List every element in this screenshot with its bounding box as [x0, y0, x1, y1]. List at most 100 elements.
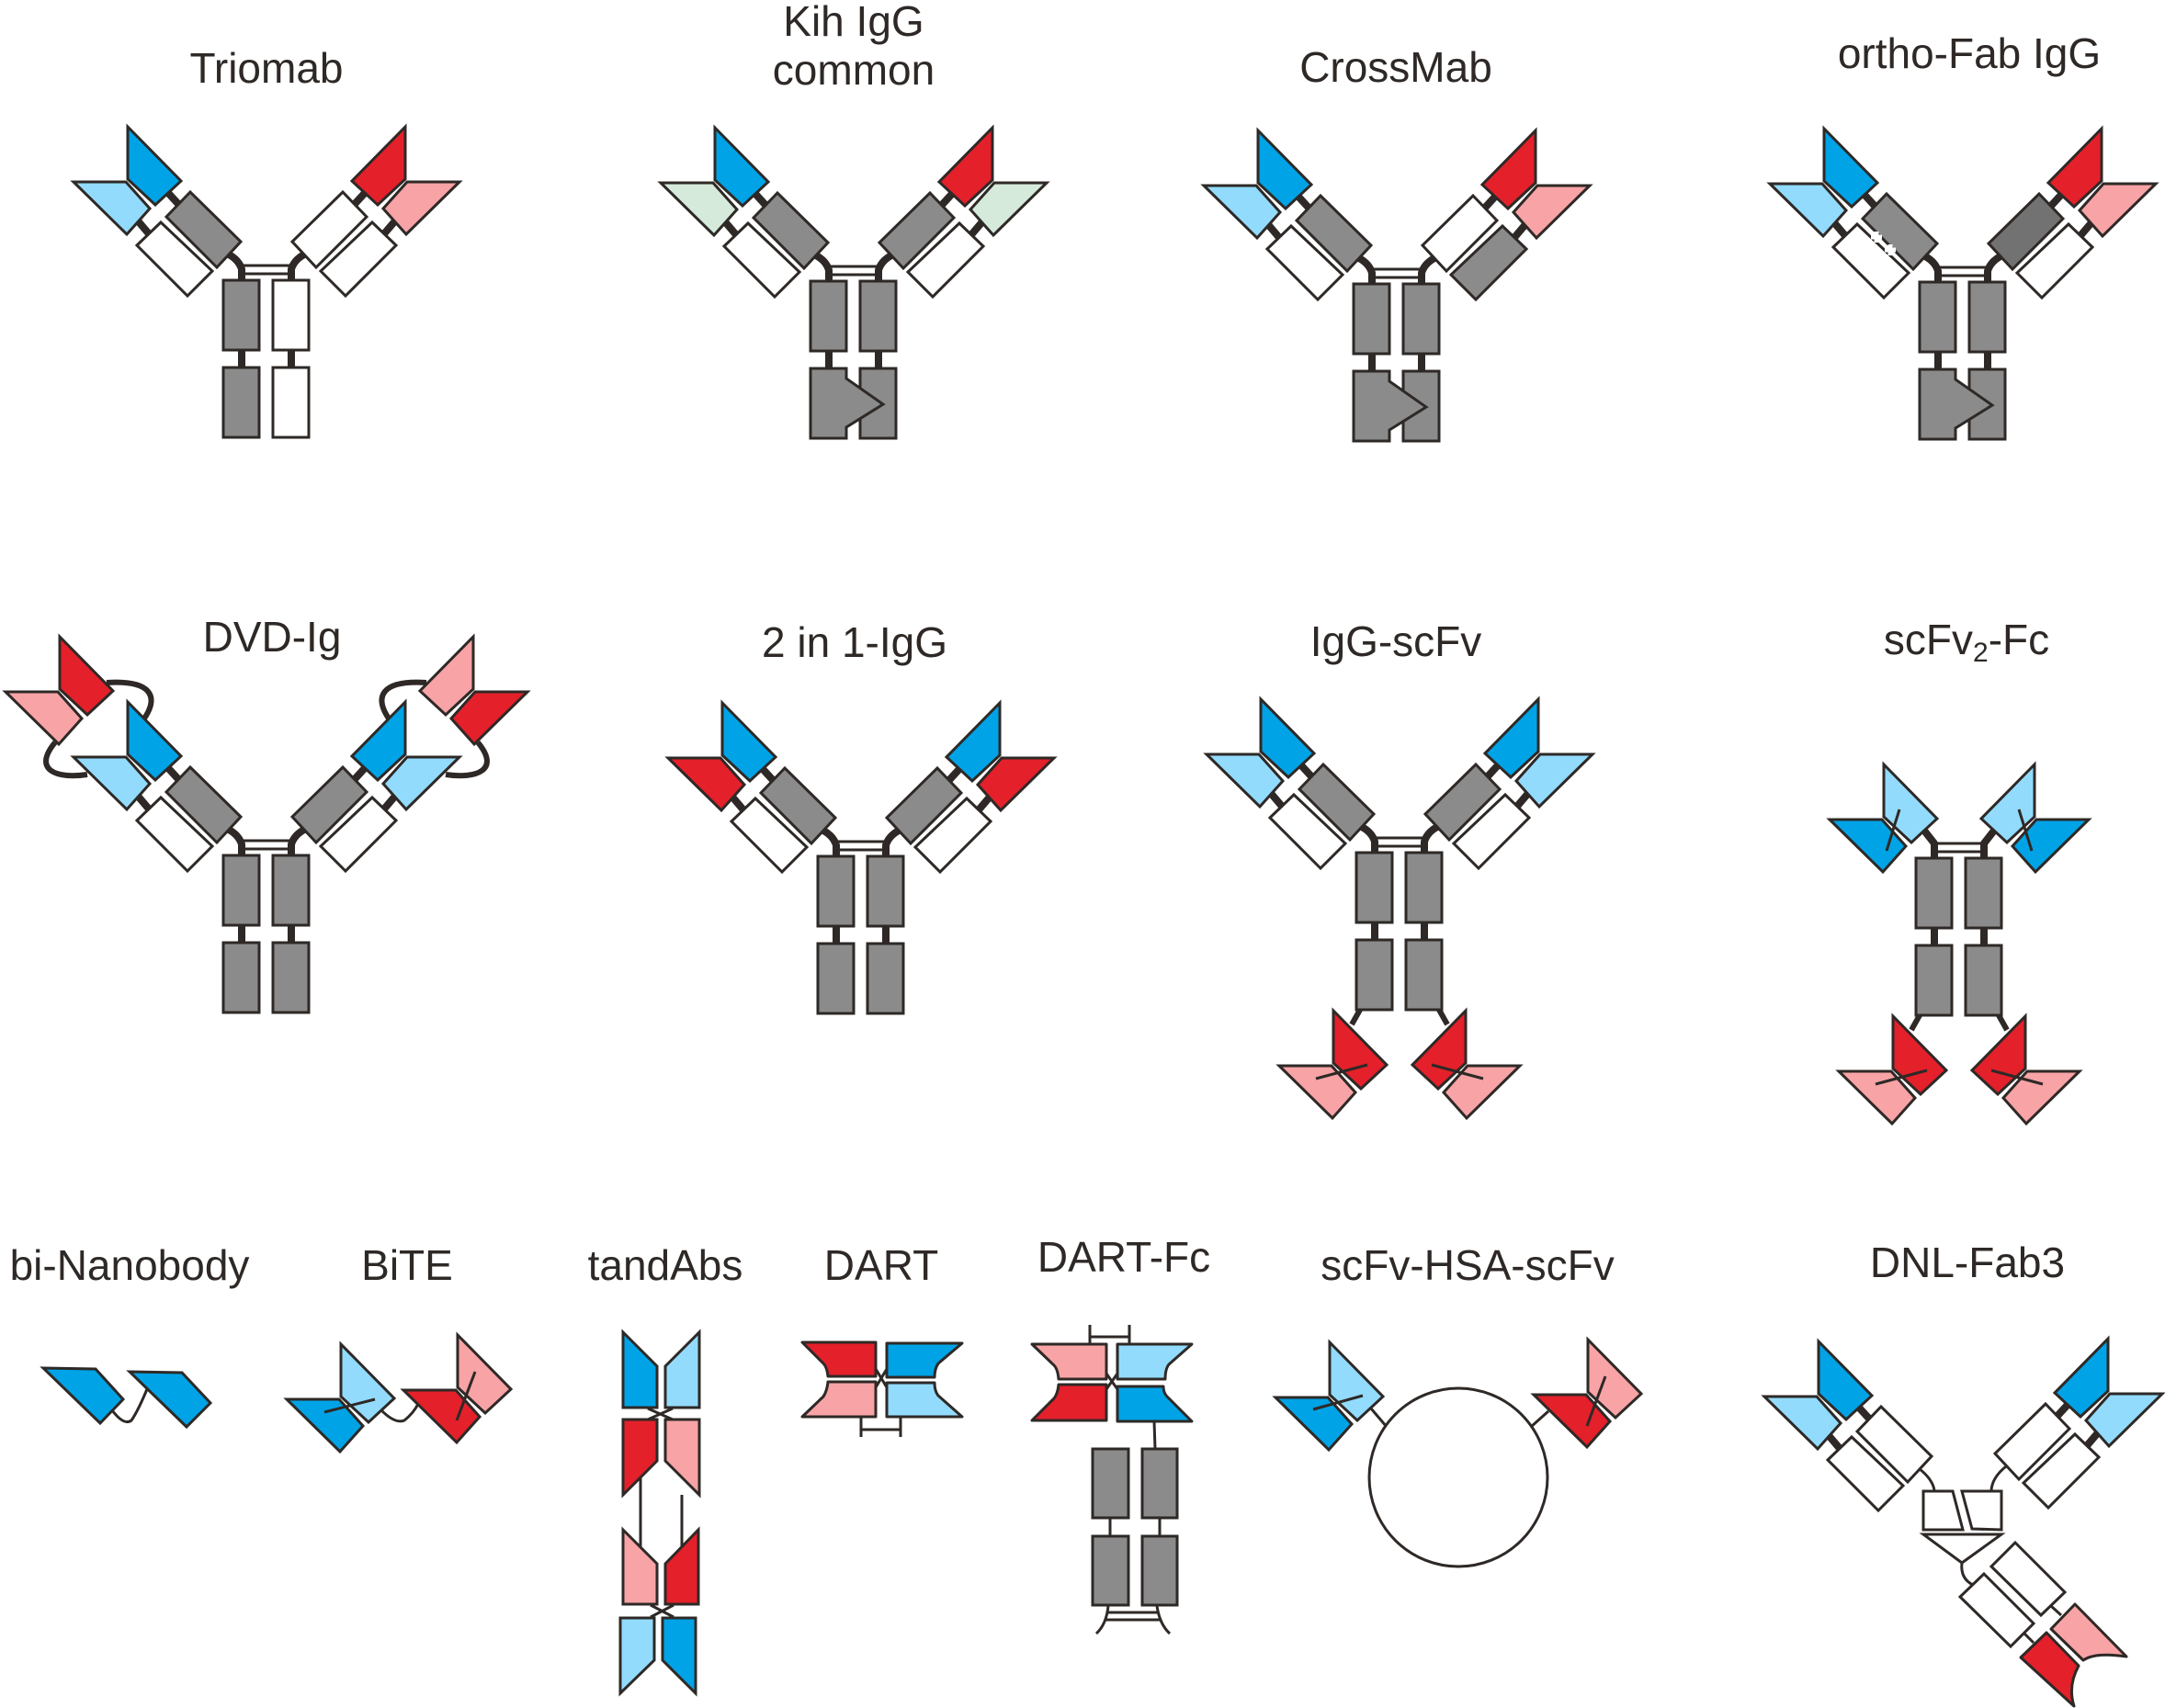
dvd-linker-loop [379, 679, 427, 720]
cl-domain [134, 795, 215, 874]
label-triomab: Triomab [190, 44, 344, 92]
scfv-attachment [1909, 1013, 1922, 1032]
label-tandabs: tandAbs [588, 1241, 743, 1289]
cl-domain [318, 795, 399, 874]
ch3-domain [221, 366, 261, 439]
hinge [882, 827, 901, 856]
hinge [288, 251, 307, 280]
ch3-domain [816, 942, 856, 1015]
light-linker [1826, 1433, 1843, 1452]
heavy-linker [1482, 194, 1498, 210]
vl-domain [975, 756, 1058, 813]
dart-fc [1030, 1325, 1194, 1635]
vl-domain [1761, 1395, 1843, 1452]
vl-domain [2001, 1069, 2083, 1126]
scfv-attachment [1349, 1008, 1363, 1026]
scfv-linker [1990, 1069, 2044, 1086]
cl-domain [721, 221, 802, 300]
ch1-domain [1294, 193, 1374, 274]
cl-domain [729, 796, 810, 875]
ch3-domain-hole [866, 942, 905, 1015]
vh-domain [126, 698, 184, 783]
mutation-mark-icon [1885, 244, 1896, 255]
vl-domain [2077, 182, 2159, 239]
linker [650, 1603, 674, 1619]
heavy-linker [352, 190, 368, 207]
vh-domain [1882, 761, 1940, 845]
tandabs [618, 1329, 701, 1697]
vl-domain [1511, 184, 1593, 241]
cl-domain [912, 796, 993, 875]
vh-domain [720, 699, 778, 784]
vhh-domain [126, 1370, 213, 1430]
ch1-domain [1860, 191, 1940, 272]
mutation-mark-icon [1871, 232, 1882, 243]
ch1-domain [758, 765, 838, 846]
scfv-hsa-scfv [1272, 1336, 1644, 1568]
ch1-domain [877, 190, 957, 271]
hinge [288, 826, 307, 855]
label-bite: BiTE [361, 1241, 453, 1289]
scfv2-fc [1826, 761, 2092, 1126]
ch2-domain [858, 279, 898, 353]
ch2-domain [1914, 856, 1954, 930]
linker [1369, 1408, 1389, 1428]
heavy-linker [939, 191, 955, 208]
ch2-domain [866, 854, 905, 928]
cl-domain [1264, 223, 1345, 302]
ch1-domain [164, 764, 244, 845]
vl-domain [70, 755, 153, 812]
hinge [1921, 828, 1938, 858]
light-linker [380, 219, 398, 237]
scfv-linker [323, 1397, 376, 1414]
scfv-linker [1875, 1069, 1928, 1086]
vh-domain [621, 1329, 659, 1409]
cl-domain [318, 220, 399, 299]
ch1-domain [1420, 193, 1500, 274]
ch2-domain [809, 279, 848, 353]
ch3-domain [221, 941, 261, 1014]
vl-domain [621, 1526, 659, 1606]
heavy-linker [1485, 763, 1501, 779]
label-scfv2-sub: 2 [1973, 638, 1989, 668]
vl-domain [1530, 1393, 1613, 1450]
label-bi-nanobody: bi-Nanobody [10, 1241, 250, 1289]
dnl-fab3 [1761, 1335, 2165, 1708]
vl-domain [885, 1381, 964, 1419]
ortho-fab-igg [1766, 125, 2159, 441]
ch3-domain [1091, 1534, 1130, 1607]
heavy-linker [2055, 1402, 2070, 1419]
ch3-domain-hole [271, 941, 311, 1014]
ch1-domain [1989, 1540, 2068, 1618]
vl-domain [2, 690, 85, 747]
ch3-domain-knob [809, 367, 886, 440]
vh-domain [339, 1340, 397, 1425]
ch2-domain [1401, 282, 1441, 356]
hinge [226, 826, 245, 855]
heavy-linker [946, 766, 962, 783]
vl-domain [2010, 818, 2092, 875]
crossmab [1200, 127, 1593, 443]
hinge [821, 827, 840, 856]
heavy-linker [1298, 763, 1314, 779]
vh-domain [2052, 1335, 2110, 1420]
ch3-domain-hole [1404, 938, 1444, 1012]
hinge [1356, 255, 1376, 284]
vl-domain [657, 181, 740, 238]
label-igg-scfv: IgG-scFv [1310, 617, 1482, 665]
hinge [1922, 253, 1942, 282]
hinge [875, 252, 894, 281]
vl-domain [1275, 1064, 1358, 1121]
heavy-linker [352, 765, 368, 782]
ch1-domain [1297, 762, 1377, 843]
peptide-linker [110, 1388, 149, 1424]
peptide-linker [380, 1403, 420, 1423]
cl-domain [2021, 1431, 2102, 1510]
linker [1529, 1409, 1550, 1429]
vl-domain [618, 1616, 656, 1697]
ch3-domain-hole [271, 366, 311, 439]
vl-domain [70, 180, 153, 237]
label-scfv2-fc: scFv2-Fc [1884, 616, 2049, 668]
heavy-linker [2048, 192, 2064, 209]
ch1-domain [1854, 1404, 1934, 1485]
